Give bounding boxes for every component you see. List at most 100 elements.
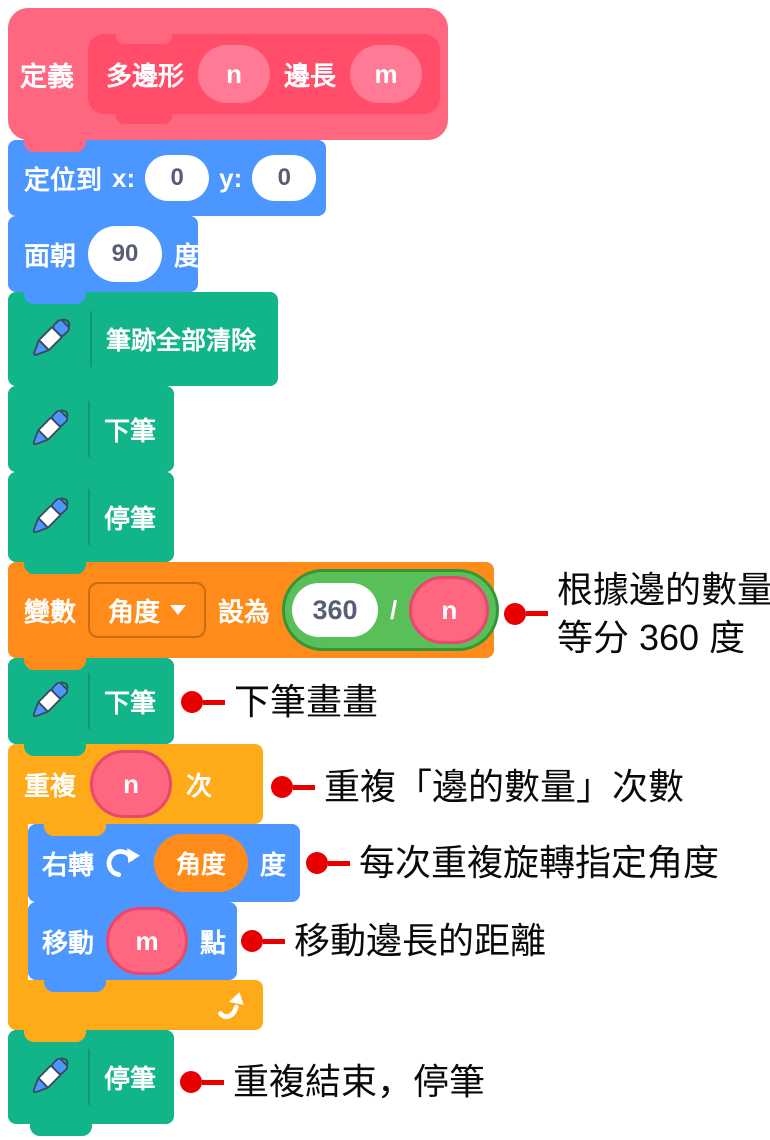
- param-n-reporter[interactable]: n: [198, 45, 271, 103]
- annotation-line-icon: [293, 784, 315, 790]
- block-connector-tab: [24, 385, 86, 398]
- param-m-reporter[interactable]: m: [350, 45, 423, 103]
- dropdown-caret-icon: [170, 605, 187, 615]
- turn-right-block[interactable]: 右轉 角度 度: [28, 824, 300, 914]
- repeat-block-foot[interactable]: [8, 980, 263, 1042]
- block-connector-tab: [44, 823, 106, 836]
- turn-label: 右轉: [42, 849, 95, 880]
- annotation-line-icon: [202, 1079, 224, 1085]
- annotation-move: 移動邊長的距離: [241, 917, 546, 965]
- annotation-turn-text: 每次重複旋轉指定角度: [359, 842, 720, 884]
- direction-input[interactable]: 90: [88, 226, 163, 282]
- pen-block-divider: [88, 489, 90, 545]
- pen-block-divider: [88, 401, 90, 457]
- block-connector-tab: [24, 139, 86, 152]
- annotation-dot-icon: [180, 1071, 202, 1093]
- prototype-arg-label: 邊長: [284, 60, 337, 91]
- annotation-dot-icon: [271, 776, 293, 798]
- prototype-tab: [116, 114, 172, 124]
- repeat-block-arm: [8, 822, 28, 982]
- pen-up-label: 停筆: [104, 1063, 157, 1094]
- goto-x-input[interactable]: 0: [145, 155, 210, 201]
- block-connector-tab: [24, 471, 86, 484]
- annotation-divide-line2: 等分 360 度: [557, 616, 746, 658]
- set-variable-block[interactable]: 變數 角度 設為 360 / n: [8, 562, 500, 670]
- pen-down-block-2[interactable]: 下筆: [8, 658, 174, 756]
- divide-operator-block[interactable]: 360 / n: [282, 569, 500, 651]
- annotation-repeat-text: 重複「邊的數量」次數: [324, 766, 685, 808]
- rotate-cw-icon: [106, 848, 140, 878]
- annotation-turn: 每次重複旋轉指定角度: [306, 839, 719, 887]
- define-keyword: 定義: [20, 61, 74, 92]
- block-connector-tab: [30, 1123, 92, 1136]
- goto-x-label: x:: [112, 162, 136, 193]
- pen-up-label: 停筆: [104, 503, 157, 534]
- annotation-pen-down: 下筆畫畫: [181, 678, 378, 726]
- goto-y-label: y:: [219, 162, 243, 193]
- pen-down-block-1[interactable]: 下筆: [8, 386, 174, 484]
- goto-xy-block[interactable]: 定位到 x: 0 y: 0: [8, 140, 326, 228]
- pen-up-block-1[interactable]: 停筆: [8, 472, 174, 574]
- repeat-block-head[interactable]: 重複 n 次: [8, 744, 263, 836]
- pen-erase-all-block[interactable]: 筆跡全部清除: [8, 292, 278, 398]
- move-steps-block[interactable]: 移動 m 點: [28, 902, 237, 992]
- move-unit: 點: [200, 927, 227, 958]
- prototype-notch: [116, 34, 172, 44]
- pen-icon: [32, 497, 69, 534]
- pen-icon: [32, 1057, 69, 1094]
- set-to-label: 設為: [218, 596, 271, 627]
- denominator-param-n[interactable]: n: [409, 576, 490, 644]
- annotation-repeat: 重複「邊的數量」次數: [271, 763, 684, 811]
- numerator-input[interactable]: 360: [292, 583, 379, 637]
- repeat-label: 重複: [24, 770, 77, 801]
- block-connector-tab: [24, 657, 86, 670]
- annotation-line-icon: [263, 938, 285, 944]
- annotation-line-icon: [328, 860, 350, 866]
- custom-block-prototype[interactable]: 多邊形 n 邊長 m: [88, 34, 441, 124]
- goto-label: 定位到: [24, 164, 103, 195]
- pen-down-label: 下筆: [104, 415, 157, 446]
- set-var-label: 變數: [24, 596, 77, 627]
- annotation-pen-up-text: 重複結束，停筆: [233, 1061, 486, 1103]
- block-connector-tab: [24, 1029, 86, 1042]
- divide-symbol: /: [390, 594, 398, 625]
- point-label: 面朝: [24, 240, 77, 271]
- repeat-times-param-n[interactable]: n: [90, 750, 173, 818]
- block-connector-tab: [44, 979, 106, 992]
- annotation-dot-icon: [181, 691, 203, 713]
- annotation-move-text: 移動邊長的距離: [294, 920, 547, 962]
- block-connector-tab: [24, 743, 86, 756]
- move-label: 移動: [42, 927, 95, 958]
- annotation-dot-icon: [306, 852, 328, 874]
- block-connector-tab: [24, 561, 86, 574]
- pen-icon: [33, 318, 71, 356]
- annotation-line-icon: [526, 611, 548, 617]
- angle-variable-reporter[interactable]: 角度: [154, 834, 249, 892]
- point-direction-block[interactable]: 面朝 90 度: [8, 216, 201, 304]
- annotation-line-icon: [203, 699, 225, 705]
- prototype-name: 多邊形: [106, 60, 185, 91]
- variable-dropdown[interactable]: 角度: [88, 582, 207, 638]
- annotation-pen-up: 重複結束，停筆: [180, 1058, 485, 1106]
- annotation-dot-icon: [241, 930, 263, 952]
- pen-icon: [32, 409, 69, 446]
- repeat-unit: 次: [186, 770, 213, 801]
- pen-down-label: 下筆: [104, 687, 157, 718]
- block-connector-tab: [44, 901, 106, 914]
- pen-block-divider: [88, 1049, 90, 1105]
- turn-unit: 度: [260, 849, 287, 880]
- define-hat-block[interactable]: 定義 多邊形 n 邊長 m: [8, 8, 448, 152]
- pen-up-block-2[interactable]: 停筆: [8, 1030, 174, 1136]
- annotation-divide-line1: 根據邊的數量: [557, 569, 770, 610]
- annotation-dot-icon: [504, 602, 526, 625]
- variable-dropdown-value: 角度: [108, 596, 161, 627]
- point-unit: 度: [174, 240, 201, 271]
- move-distance-param-m[interactable]: m: [106, 907, 189, 975]
- goto-y-input[interactable]: 0: [252, 155, 317, 201]
- annotation-pen-down-text: 下筆畫畫: [234, 681, 379, 723]
- pen-erase-label: 筆跡全部清除: [106, 327, 257, 355]
- pen-icon: [32, 681, 69, 718]
- pen-block-divider: [88, 673, 90, 729]
- annotation-divide: 根據邊的數量 等分 360 度: [504, 566, 770, 661]
